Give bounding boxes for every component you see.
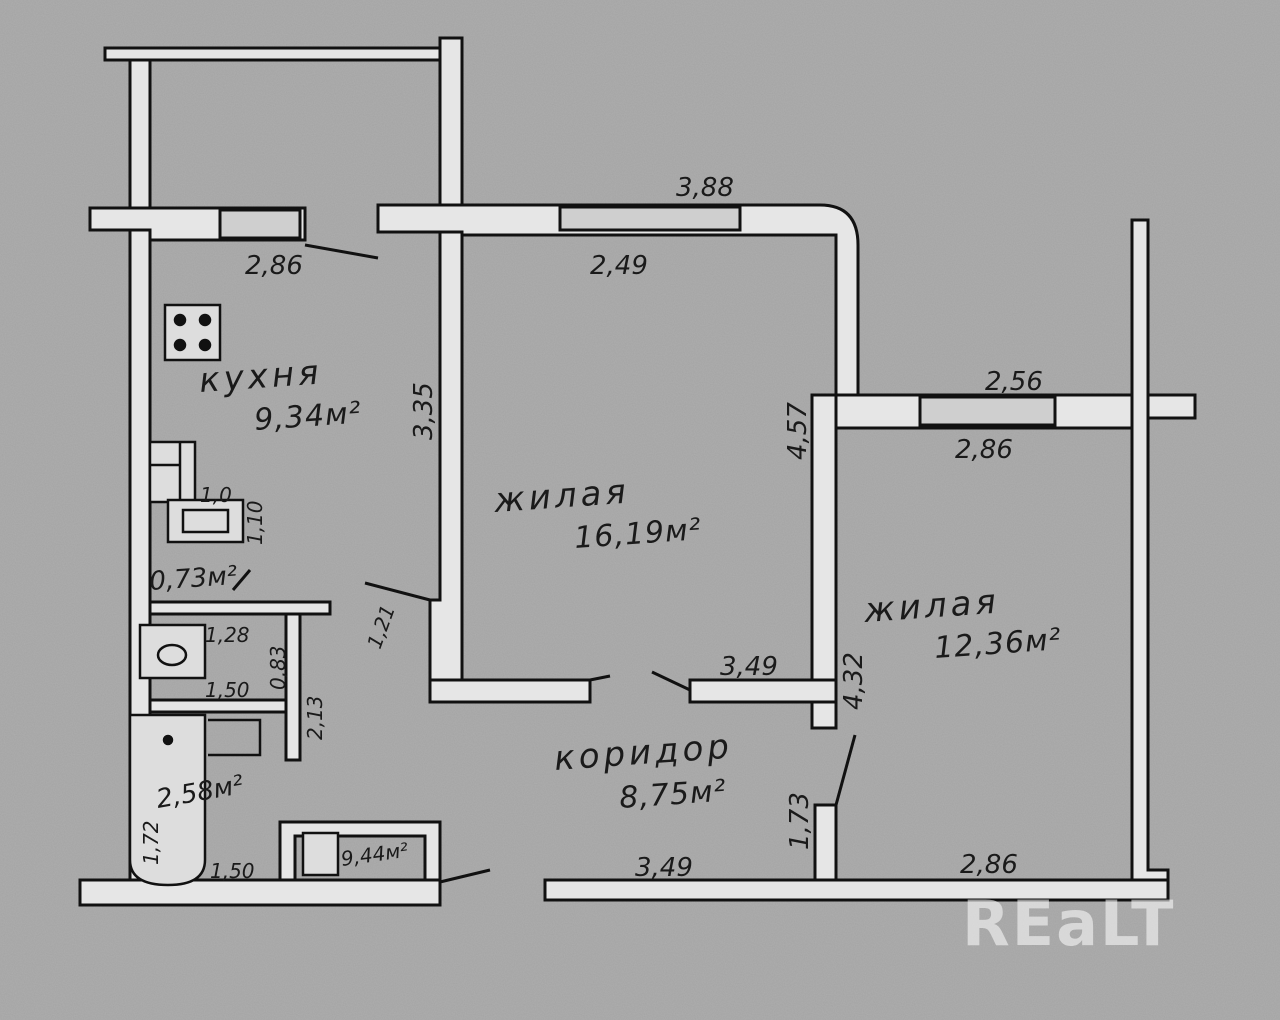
kitchen-window [218,208,302,240]
dim-wc-depth: 0,83 [266,645,290,690]
living2-window [918,395,1057,427]
dim-living1-side: 4,57 [783,402,813,460]
living1-bottom-wall-right [688,678,838,704]
dim-kitchen-side: 3,35 [409,382,439,440]
living1-top-wall [376,203,860,397]
wc-right-wall [284,612,302,762]
bottom-left-wall [78,878,442,907]
cabinet-icon [148,440,197,504]
living2-name: жилая [862,582,1001,631]
living1-name: жилая [492,472,631,521]
dim-living2-inner-top: 2,86 [955,435,1013,465]
kitchen-name: кухня [198,352,324,401]
bottom-outer-wall [543,878,1170,902]
toilet-top-wall [148,600,332,616]
dim-corridor-left-lower: 1,73 [785,792,815,850]
dim-kitchen-top: 2,86 [245,251,303,281]
dim-living2-outer-top: 2,56 [985,367,1043,397]
bathtub-icon [128,713,207,887]
kitchen-area: 9,34м² [253,396,363,438]
dim-corridor-right: 4,32 [839,652,869,710]
stove-icon [163,303,222,362]
dim-living1-top: 2,49 [590,251,648,281]
dim-toilet-depth: 1,10 [243,500,267,545]
toilet-area: 0,73м² [148,561,238,597]
living1-window [558,205,742,232]
dim-wc-width: 1,28 [205,623,250,647]
fixtures [128,303,340,887]
dim-bath-width: 1,72 [139,820,163,865]
balcony-rail [103,46,447,62]
kitchen-sink-icon [166,498,245,544]
living1-bottom-wall [428,678,592,704]
dim-bottom-mid: 3,49 [635,853,693,883]
dim-bath-right: 2,13 [303,695,327,740]
dim-bottom-right: 2,86 [960,850,1018,880]
dim-toilet-width: 1,0 [200,483,232,507]
dim-wc-bottom: 1,50 [205,678,250,702]
dim-corridor-top-right: 3,49 [720,652,778,682]
living-partition [810,393,838,730]
storage-fixture-icon [301,831,340,877]
wc-sink-icon [138,623,207,680]
living2-left-lower [813,803,838,882]
dim-outer-top-mid: 3,88 [676,173,734,203]
dim-bath-bottom: 1,50 [210,859,255,883]
corridor-area: 8,75м² [618,774,728,816]
door-swings [231,243,857,884]
realt-watermark: REaLT [962,887,1175,960]
storage-wall [278,820,442,882]
